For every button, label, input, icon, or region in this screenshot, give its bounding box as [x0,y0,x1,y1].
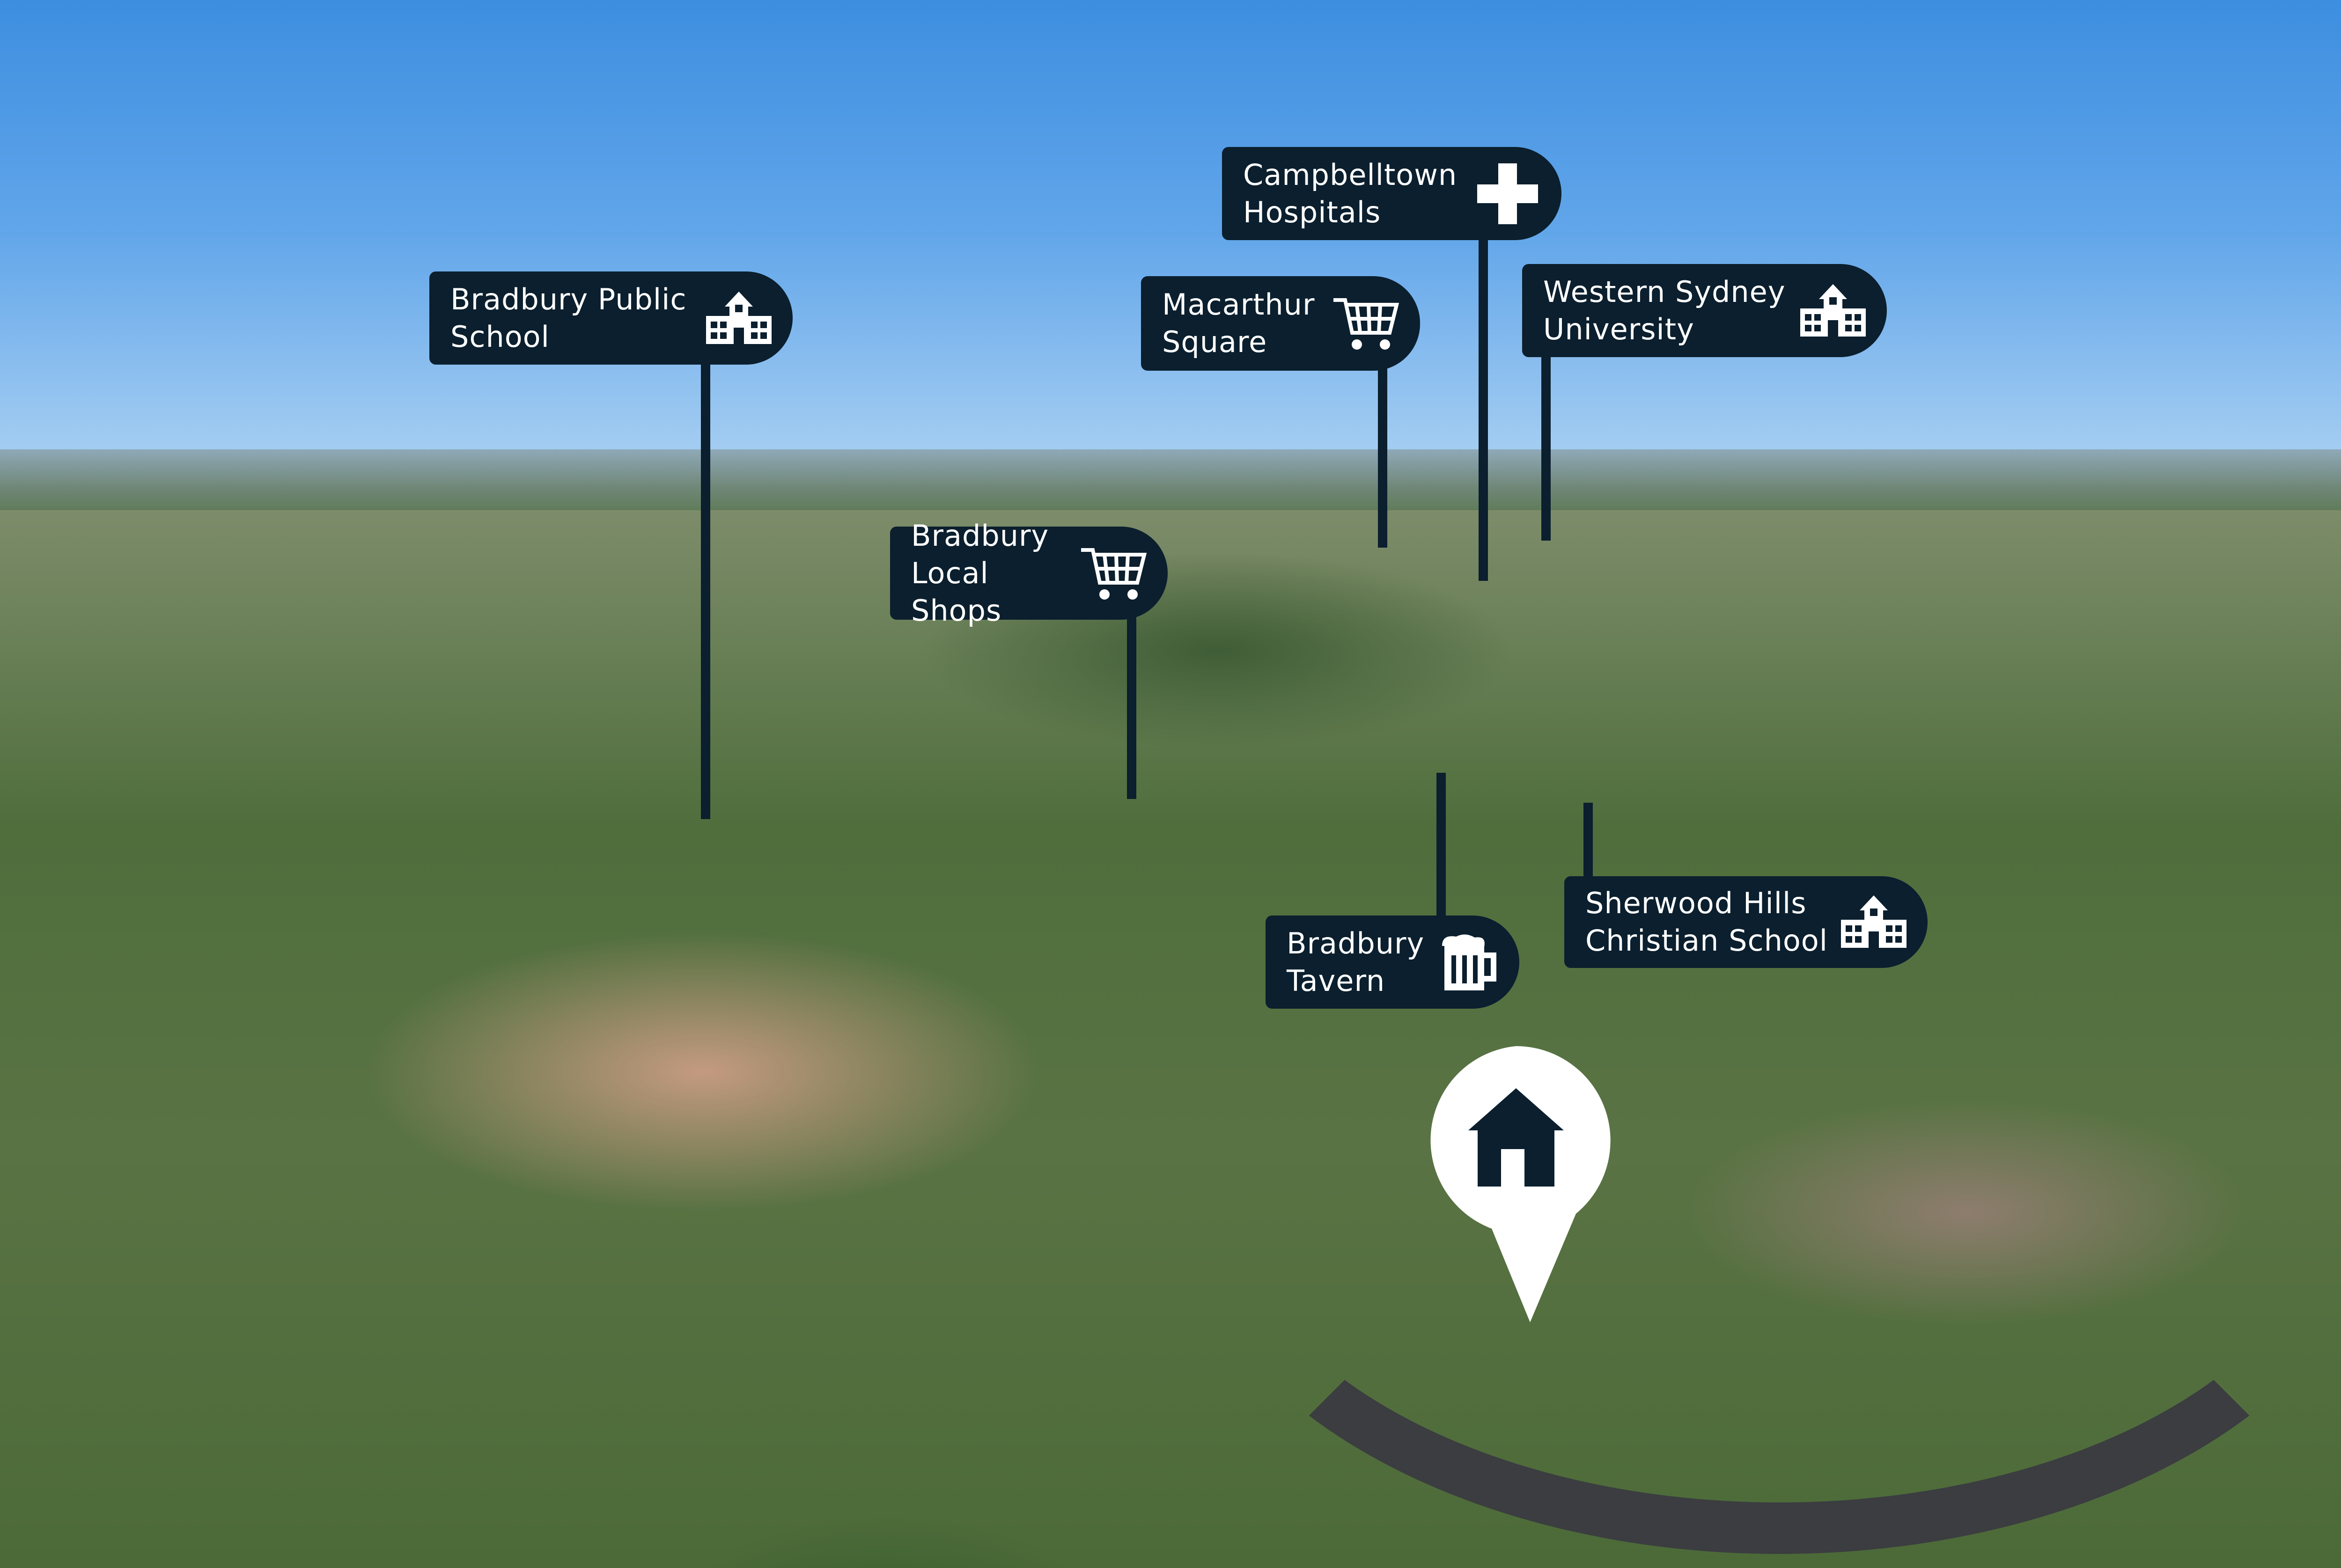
shopping-cart-icon [1079,543,1149,604]
label-line1: Campbelltown [1243,157,1458,192]
label-line1: Macarthur [1162,287,1315,322]
sky [0,0,2341,468]
label-line2: Local Shops [911,556,1002,628]
label-line2: Tavern [1287,963,1385,998]
hospital-cross-icon [1472,163,1543,224]
pointer-line-bradbury-local-shops [1127,615,1136,799]
pointer-line-western-sydney-university [1541,353,1551,541]
label-line2: Square [1162,325,1267,359]
label-line2: Hospitals [1243,195,1381,229]
pointer-line-sherwood-hills [1583,803,1593,880]
label-line1: Western Sydney [1543,274,1786,309]
pointer-line-bradbury-tavern [1436,773,1446,920]
label-line2: Christian School [1585,923,1828,958]
shopping-cart-icon [1331,293,1401,354]
home-pin-icon [1430,1046,1611,1322]
distant-hills [0,449,2341,515]
school-icon [1839,892,1909,953]
label-line1: Bradbury [1287,926,1425,960]
pointer-line-bradbury-public-school [701,360,710,819]
school-icon [704,288,774,349]
label-line1: Bradbury [911,518,1049,553]
label-line2: University [1543,312,1694,346]
pointer-line-macarthur-square [1378,367,1387,548]
school-icon [1798,280,1868,341]
beer-mug-icon [1430,932,1501,993]
pointer-line-campbelltown-hospitals [1479,236,1488,581]
label-line2: School [450,319,550,354]
house-icon [1468,1088,1564,1187]
label-line1: Bradbury Public [450,282,687,316]
label-line1: Sherwood Hills [1585,886,1807,920]
